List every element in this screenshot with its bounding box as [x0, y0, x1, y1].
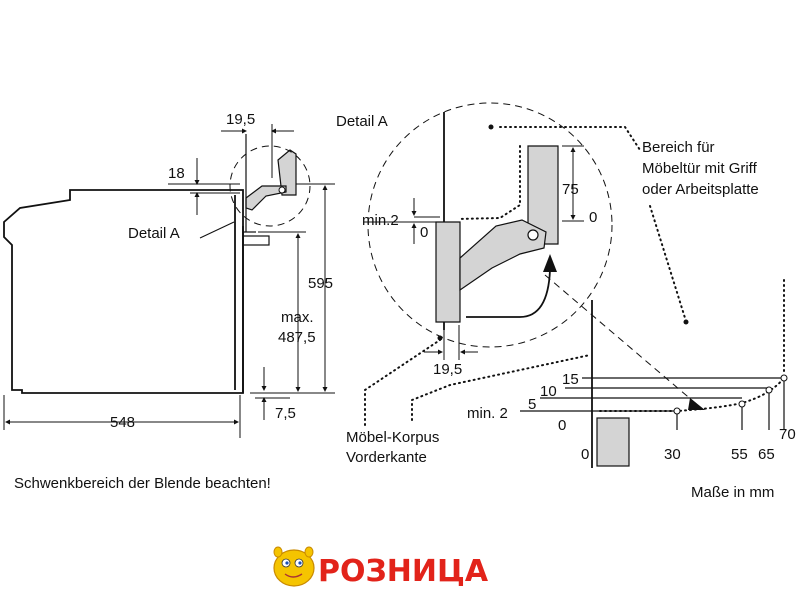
chart-y-15: 15 [562, 371, 579, 388]
door-area-label: Bereich für Möbeltür mit Griff oder Arbe… [642, 139, 759, 325]
chart-x-70: 70 [779, 426, 796, 443]
svg-text:oder Arbeitsplatte: oder Arbeitsplatte [642, 181, 759, 198]
swing-note: Schwenkbereich der Blende beachten! [14, 475, 271, 492]
detail-a: Detail A [336, 102, 705, 410]
detail-dimensions: 75 0 min.2 0 19,5 [362, 145, 597, 378]
dim-max-value: 487,5 [278, 329, 316, 346]
detail-dim-75: 75 [562, 181, 579, 198]
store-logo: РОЗНИЦА [273, 546, 490, 590]
chart-y-min2: min. 2 [467, 405, 508, 422]
chart-y-0: 0 [558, 417, 566, 434]
chart-y-5: 5 [528, 396, 536, 413]
dim-left-label: 18 [168, 165, 185, 182]
detail-dim-0-right: 0 [589, 209, 597, 226]
dim-top-label: 19,5 [226, 111, 255, 128]
chart-x-55: 55 [731, 446, 748, 463]
dim-max-prefix: max. [281, 309, 314, 326]
cabinet-label: Möbel-Korpus Vorderkante [346, 335, 591, 466]
dim-height-label: 595 [308, 275, 333, 292]
side-detail-label: Detail A [128, 225, 180, 242]
swing-chart: 15 10 5 min. 2 0 0 30 55 65 70 [467, 279, 796, 468]
side-view-dimensions: 19,5 18 Detail A 595 max. 487,5 548 7,5 [3, 111, 335, 438]
mascot-icon [273, 546, 315, 587]
chart-x-0: 0 [581, 446, 589, 463]
detail-dim-min2: min.2 [362, 212, 399, 229]
units-label: Maße in mm [691, 484, 774, 501]
svg-text:Vorderkante: Vorderkante [346, 449, 427, 466]
detail-title: Detail A [336, 113, 388, 130]
dim-bottom-label: 7,5 [275, 405, 296, 422]
detail-dim-19-5: 19,5 [433, 361, 462, 378]
svg-text:Bereich für: Bereich für [642, 139, 715, 156]
logo-text: РОЗНИЦА [318, 554, 489, 589]
oven-side-view [3, 134, 311, 394]
svg-text:Möbel-Korpus: Möbel-Korpus [346, 429, 439, 446]
chart-x-30: 30 [664, 446, 681, 463]
dim-depth-label: 548 [110, 414, 135, 431]
chart-y-10: 10 [540, 383, 557, 400]
detail-dim-0-left: 0 [420, 224, 428, 241]
svg-text:Möbeltür mit Griff: Möbeltür mit Griff [642, 160, 758, 177]
chart-x-65: 65 [758, 446, 775, 463]
